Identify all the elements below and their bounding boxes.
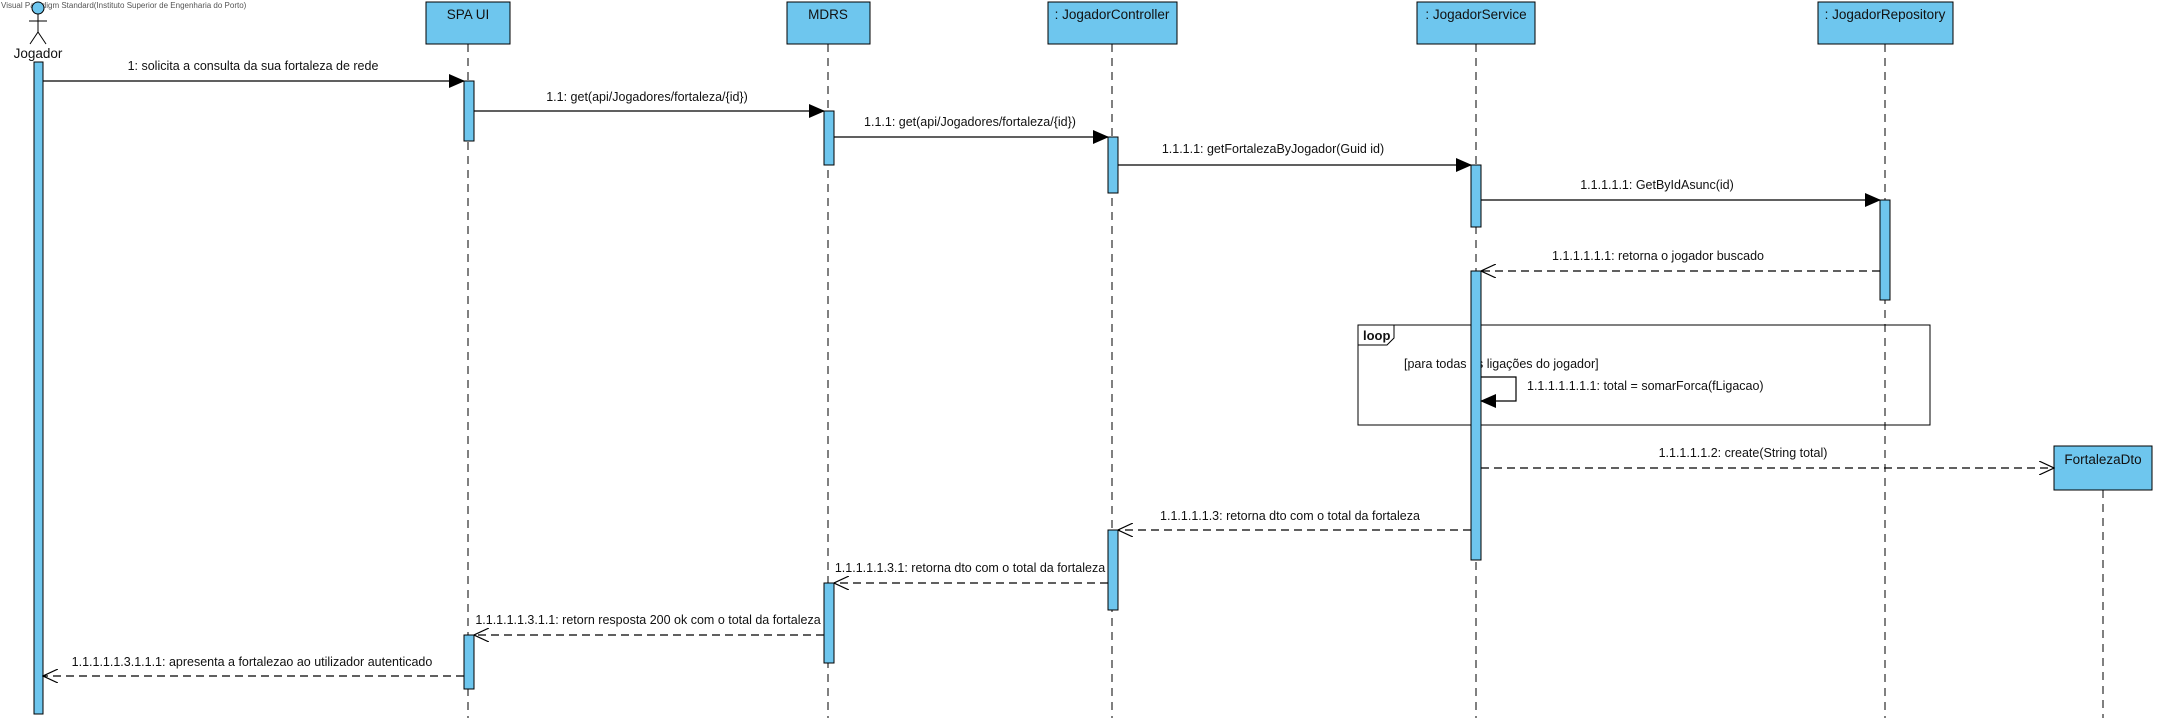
participant-jogador-repository: : JogadorRepository [1817,1,1954,45]
activation-mdrs-2 [823,582,835,664]
message-label: 1: solicita a consulta da sua fortaleza … [128,59,379,73]
loop-frame: loop [para todas as ligações do jogador] [1357,324,1931,426]
participant-label: MDRS [808,7,848,22]
message-label: 1.1.1.1.1.3.1: retorna dto com o total d… [835,561,1105,575]
message-label: 1.1.1.1.1.1: retorna o jogador buscado [1552,249,1764,263]
message-labels: 1: solicita a consulta da sua fortaleza … [72,59,1828,669]
participant-label: : JogadorRepository [1825,7,1946,22]
participant-spa: SPA UI [425,1,511,45]
participant-label: : JogadorController [1055,7,1170,22]
loop-tag: loop [1363,328,1390,343]
messages [43,74,2054,676]
participant-label: : JogadorService [1425,7,1526,22]
message-label: 1.1.1: get(api/Jogadores/fortaleza/{id}) [864,115,1076,129]
actor-head-icon [31,1,45,15]
message-label: 1.1.1.1.1: GetByIdAsunc(id) [1580,178,1734,192]
activation-controller-1 [1107,136,1119,194]
activation-actor [33,61,44,715]
activation-spa-2 [463,634,475,690]
activation-service-1 [1470,164,1482,228]
message-label: 1.1.1.1.1.1.1: total = somarForca(fLigac… [1527,379,1764,393]
message-label: 1.1.1.1.1.3: retorna dto com o total da … [1160,509,1420,523]
self-message-arrow [1480,376,1517,408]
actor-label: Jogador [14,46,63,61]
message-label: 1.1.1.1.1.3.1.1: retorn resposta 200 ok … [475,613,820,627]
message-label: 1.1.1.1: getFortalezaByJogador(Guid id) [1162,142,1384,156]
participant-jogador-controller: : JogadorController [1047,1,1178,45]
activation-mdrs-1 [823,110,835,166]
participant-label: FortalezaDto [2064,452,2141,467]
activation-service-2 [1470,270,1482,561]
message-label: 1.1.1.1.1.2: create(String total) [1659,446,1828,460]
actor-jogador: Jogador [14,1,63,61]
message-label: 1.1.1.1.1.3.1.1.1: apresenta a fortaleza… [72,655,433,669]
loop-guard: [para todas as ligações do jogador] [1404,357,1599,371]
activation-controller-2 [1107,529,1119,611]
message-label: 1.1: get(api/Jogadores/fortaleza/{id}) [546,90,748,104]
participant-mdrs: MDRS [786,1,871,45]
activation-repository [1879,199,1891,301]
watermark-text: Visual Paradigm Standard(Instituto Super… [1,1,247,10]
participant-fortaleza-dto: FortalezaDto [2053,445,2153,491]
participant-label: SPA UI [447,7,490,22]
activation-spa-1 [463,80,475,142]
participant-jogador-service: : JogadorService [1416,1,1536,45]
